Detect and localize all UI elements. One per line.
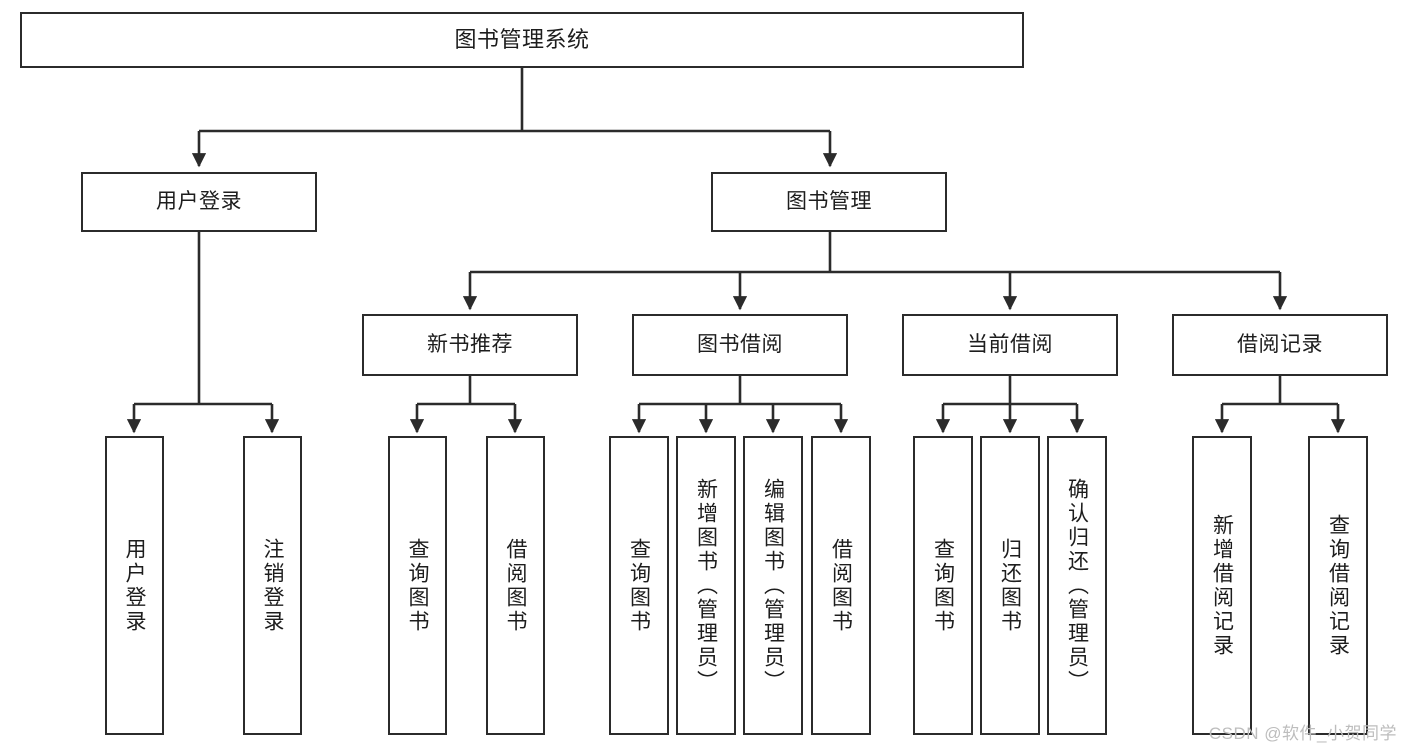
- node-leaf-logout[interactable]: 注销登录: [243, 436, 302, 735]
- node-label: 新增借阅记录: [1210, 513, 1234, 658]
- node-leaf-edit-book[interactable]: 编辑图书（管理员）: [743, 436, 803, 735]
- node-label: 用户登录: [123, 537, 146, 634]
- node-borrow-record[interactable]: 借阅记录: [1172, 314, 1388, 376]
- node-leaf-query-book-3[interactable]: 查询图书: [913, 436, 973, 735]
- node-book-management-system[interactable]: 图书管理系统: [20, 12, 1024, 68]
- node-current-borrow[interactable]: 当前借阅: [902, 314, 1118, 376]
- node-label: 当前借阅: [967, 332, 1053, 356]
- node-leaf-borrow-book-2[interactable]: 借阅图书: [811, 436, 871, 735]
- node-leaf-add-book[interactable]: 新增图书（管理员）: [676, 436, 736, 735]
- node-leaf-query-record[interactable]: 查询借阅记录: [1308, 436, 1368, 735]
- node-label: 编辑图书（管理员）: [761, 477, 785, 694]
- node-label: 用户登录: [156, 189, 242, 213]
- node-leaf-query-book-2[interactable]: 查询图书: [609, 436, 669, 735]
- node-label: 归还图书: [998, 537, 1022, 634]
- node-label: 图书借阅: [697, 332, 783, 356]
- node-label: 查询图书: [627, 537, 651, 634]
- node-leaf-confirm-return[interactable]: 确认归还（管理员）: [1047, 436, 1107, 735]
- node-leaf-return-book[interactable]: 归还图书: [980, 436, 1040, 735]
- node-book-management[interactable]: 图书管理: [711, 172, 947, 232]
- node-label: 确认归还（管理员）: [1065, 477, 1089, 694]
- node-label: 注销登录: [261, 537, 284, 634]
- node-label: 借阅图书: [504, 537, 527, 634]
- node-label: 借阅记录: [1237, 332, 1323, 356]
- node-leaf-user-login[interactable]: 用户登录: [105, 436, 164, 735]
- node-label: 查询借阅记录: [1326, 513, 1350, 658]
- node-leaf-borrow-book-1[interactable]: 借阅图书: [486, 436, 545, 735]
- node-label: 新增图书（管理员）: [694, 477, 718, 694]
- node-label: 查询图书: [931, 537, 955, 634]
- node-book-borrow[interactable]: 图书借阅: [632, 314, 848, 376]
- node-label: 图书管理系统: [454, 27, 590, 53]
- node-label: 图书管理: [786, 189, 872, 213]
- node-new-book-recommend[interactable]: 新书推荐: [362, 314, 578, 376]
- node-leaf-query-book-1[interactable]: 查询图书: [388, 436, 447, 735]
- node-label: 借阅图书: [829, 537, 853, 634]
- node-user-login[interactable]: 用户登录: [81, 172, 317, 232]
- node-label: 新书推荐: [427, 332, 513, 356]
- csdn-watermark: CSDN @软件_小贺同学: [1208, 724, 1397, 743]
- node-leaf-add-record[interactable]: 新增借阅记录: [1192, 436, 1252, 735]
- node-label: 查询图书: [406, 537, 429, 634]
